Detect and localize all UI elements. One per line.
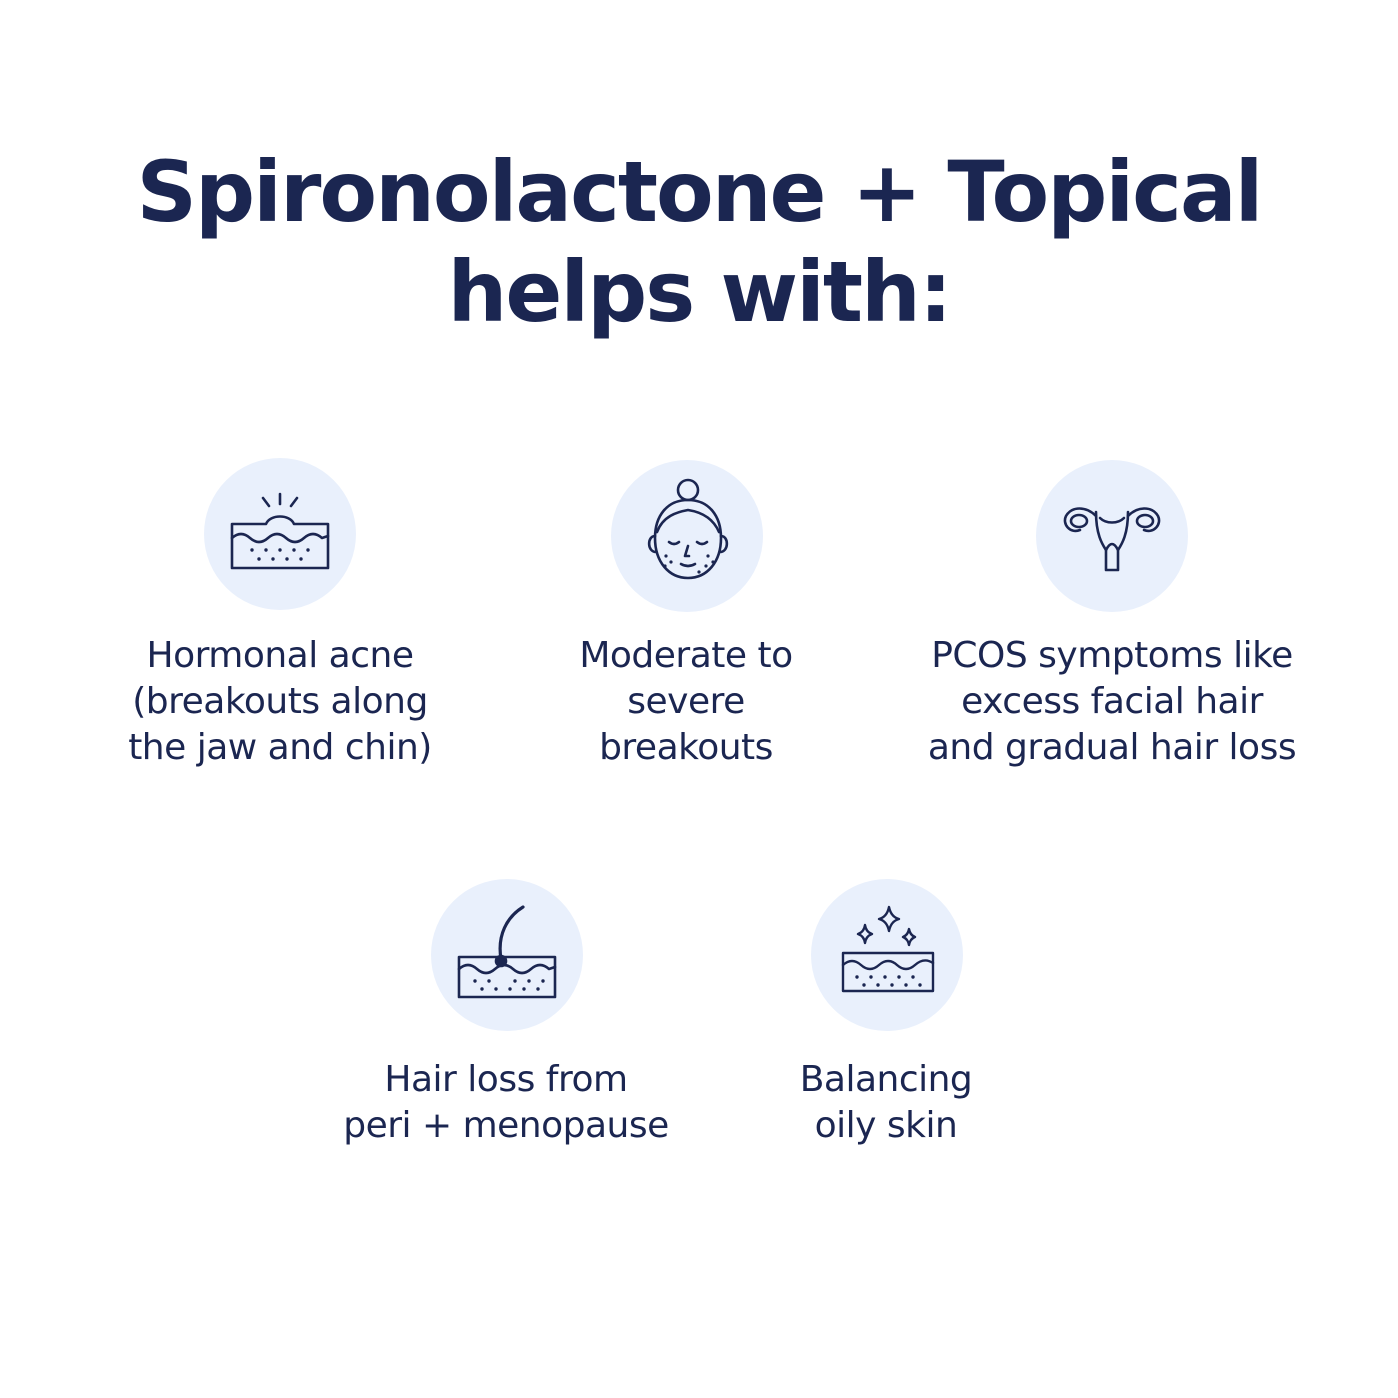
- hair-follicle-icon: [431, 879, 583, 1031]
- uterus-icon: [1036, 460, 1188, 612]
- skin-breakout-icon: [204, 458, 356, 610]
- benefit-label-oily-skin: Balancing oily skin: [799, 1059, 973, 1146]
- benefit-label-hair-loss: Hair loss from peri + menopause: [343, 1059, 669, 1146]
- sparkle-skin-icon: [811, 879, 963, 1031]
- title-line-1: Spironolactone + Topical: [136, 143, 1264, 241]
- benefit-label-pcos: PCOS symptoms like excess facial hair an…: [927, 635, 1297, 768]
- benefit-label-severe-breakouts: Moderate to severe breakouts: [579, 635, 793, 768]
- title-line-2: helps with:: [447, 243, 953, 341]
- face-breakouts-icon: [611, 460, 763, 612]
- benefit-label-hormonal-acne: Hormonal acne (breakouts along the jaw a…: [128, 635, 432, 768]
- page-title: Spironolactone + Topical helps with:: [0, 142, 1398, 342]
